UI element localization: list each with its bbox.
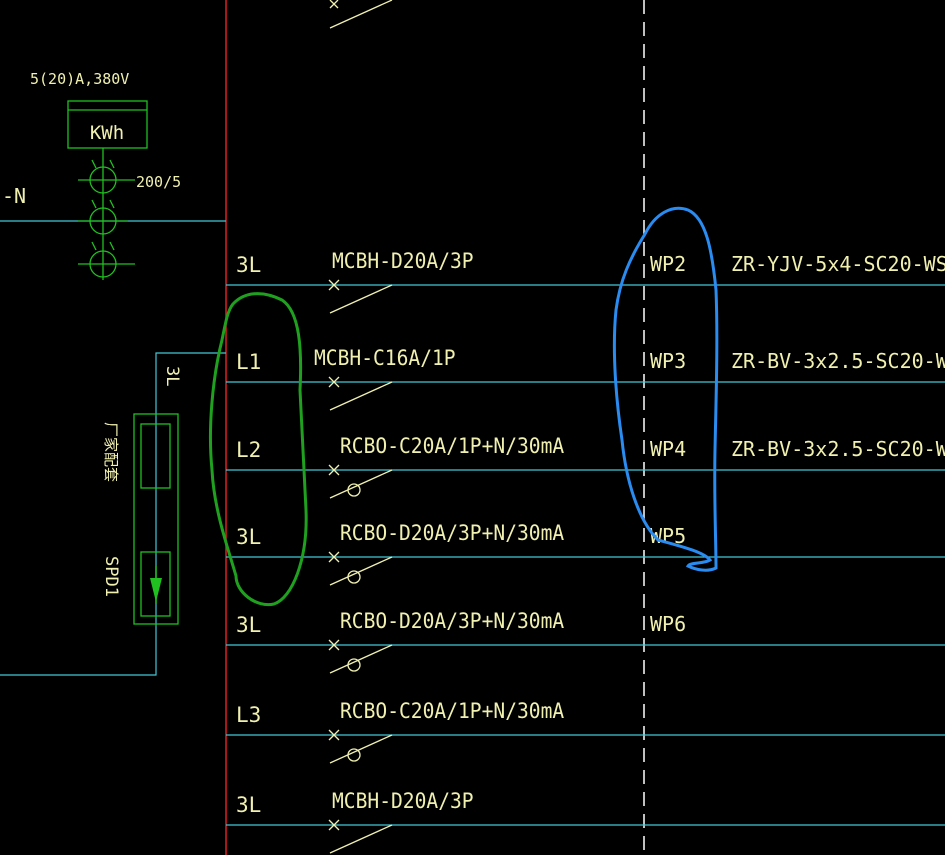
spd-label-bottom: SPD1 <box>101 556 121 597</box>
breaker-symbol <box>328 279 393 314</box>
circuit-id: WP2 <box>650 252 686 276</box>
circuit-cable: ZR-YJV-5x4-SC20-WS <box>731 252 945 276</box>
breaker-symbol <box>328 376 393 411</box>
circuit-row: L3 RCBO-C20A/1P+N/30mA <box>226 699 945 764</box>
breaker-symbol <box>328 819 393 854</box>
circuit-phase: L2 <box>236 438 261 462</box>
spd-wire <box>0 352 226 676</box>
circuit-id: WP4 <box>650 437 686 461</box>
current-transformers <box>78 148 135 280</box>
incoming-label: -N <box>2 184 26 208</box>
spd-module-bottom <box>140 551 171 617</box>
spd-arrow-icon <box>150 578 162 602</box>
energy-meter: 5(20)A,380V KWh 200/5 <box>30 70 181 280</box>
rcbo-symbol <box>328 639 393 674</box>
circuit-phase: 3L <box>236 793 261 817</box>
ct-ratio: 200/5 <box>136 173 181 191</box>
meter-label: KWh <box>90 122 124 144</box>
circuit-row: 3L MCBH-D20A/3P WP2 ZR-YJV-5x4-SC20-WS <box>226 249 945 314</box>
meter-box <box>67 100 148 149</box>
rcbo-symbol <box>328 551 393 586</box>
circuit-breaker-label: RCBO-C20A/1P+N/30mA <box>340 699 565 723</box>
circuit-phase: 3L <box>236 253 261 277</box>
circuit-row: 3L MCBH-D20A/3P <box>226 789 945 854</box>
circuit-breaker-label: MCBH-D20A/3P <box>332 249 474 273</box>
circuit-cable: ZR-BV-3x2.5-SC20-WC <box>731 437 945 461</box>
circuit-row: L1 MCBH-C16A/1P WP3 ZR-BV-3x2.5-SC20-WC <box>226 346 945 411</box>
green-annotation-ellipse <box>208 292 308 607</box>
circuit-breaker-label: MCBH-C16A/1P <box>314 346 456 370</box>
rcbo-symbol <box>328 729 393 764</box>
circuit-id: WP6 <box>650 612 686 636</box>
incoming-supply: -N <box>0 184 226 222</box>
circuit-breaker-label: RCBO-D20A/3P+N/30mA <box>340 609 565 633</box>
circuit-breaker-label: RCBO-C20A/1P+N/30mA <box>340 434 565 458</box>
circuit-row: 3L RCBO-D20A/3P+N/30mA WP6 <box>226 609 945 674</box>
circuit-phase: 3L <box>236 525 261 549</box>
top-partial-breaker <box>329 0 393 29</box>
spd-module-top <box>140 423 171 489</box>
blue-annotation-ellipse <box>612 206 719 572</box>
rcbo-symbol <box>328 464 393 499</box>
spd-phase-label: 3L <box>162 366 182 386</box>
circuit-row: L2 RCBO-C20A/1P+N/30mA WP4 ZR-BV-3x2.5-SC20… <box>226 434 945 499</box>
spd-branch: 3L 厂家配套 SPD1 <box>0 352 226 676</box>
spd-label-top: 厂家配套 <box>102 422 120 482</box>
circuit-breaker-label: MCBH-D20A/3P <box>332 789 474 813</box>
circuit-breaker-label: RCBO-D20A/3P+N/30mA <box>340 521 565 545</box>
circuit-cable: ZR-BV-3x2.5-SC20-WC <box>731 349 945 373</box>
circuit-id: WP3 <box>650 349 686 373</box>
circuit-phase: 3L <box>236 613 261 637</box>
circuit-phase: L1 <box>236 350 261 374</box>
circuit-phase: L3 <box>236 703 261 727</box>
spd-enclosure <box>133 413 179 625</box>
meter-rating: 5(20)A,380V <box>30 70 129 88</box>
